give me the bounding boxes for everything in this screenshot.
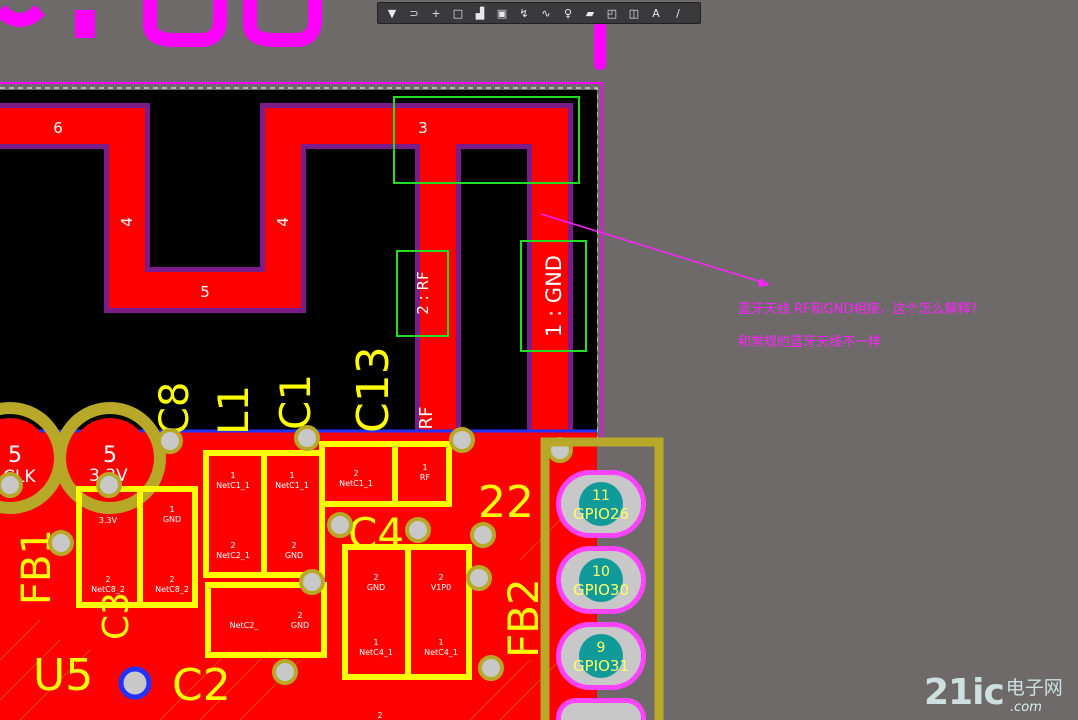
pad-label: 1	[373, 638, 378, 647]
select-box-rf	[396, 250, 449, 337]
pcb-toolbar: ▼ ⊃ + □ ▟ ▣ ↯ ∿ ♀ ▰ ◰ ◫ A /	[377, 2, 701, 24]
filter-icon[interactable]: ▼	[387, 6, 397, 20]
select-box-pad3	[393, 96, 580, 184]
pad-label: 2	[377, 711, 382, 720]
pad-label: NetC2_1	[216, 551, 250, 560]
via-icon[interactable]: ♀	[563, 6, 573, 20]
pad-digit-1: 5	[8, 443, 22, 468]
connector-pins[interactable]	[556, 470, 646, 720]
designator-c3: C3	[96, 592, 137, 640]
region-icon[interactable]: ◫	[628, 6, 640, 20]
polygon-fill-icon[interactable]: ▰	[585, 6, 595, 20]
pad-label: NetC1_1	[339, 479, 373, 488]
antenna-label-6: 6	[53, 119, 63, 137]
pad-label: 2	[353, 469, 358, 478]
test-pads[interactable]	[0, 402, 166, 514]
pad-gnd-label: 1 : GND	[542, 255, 566, 337]
pad-label: NetC1_1	[216, 481, 250, 490]
pad-label: 1	[169, 505, 174, 514]
top-text-graphic	[0, 0, 322, 47]
pin-number-9: 9	[597, 640, 606, 656]
outline-stub	[594, 22, 606, 70]
antenna-label-5: 5	[200, 283, 210, 301]
watermark-main: 21ic	[924, 672, 1005, 713]
pad-digit-2: 5	[103, 443, 117, 468]
antenna-label-4a: 4	[118, 217, 136, 227]
text-icon[interactable]: A	[652, 6, 660, 20]
pad-label: NetC8_2	[91, 585, 125, 594]
pad-label: 2	[373, 573, 378, 582]
silkscreen-outlines	[76, 441, 472, 680]
pad-label: GND	[367, 583, 385, 592]
antenna-label-4b: 4	[274, 217, 292, 227]
select-box-gnd	[520, 240, 587, 352]
pin-name-gpio30: GPIO30	[573, 581, 629, 599]
vias[interactable]	[0, 425, 573, 700]
board-outline	[0, 82, 603, 440]
pad-label: GND	[291, 621, 309, 630]
watermark-sub: 电子网	[1005, 677, 1063, 699]
designator-c1: C1	[271, 374, 320, 430]
designator-c13: C13	[348, 346, 399, 433]
designator-u5: U5	[33, 650, 93, 701]
pad-label: 3.3V	[99, 516, 118, 525]
pad-label: NetC4_1	[359, 648, 393, 657]
pin-number-10: 10	[592, 564, 610, 580]
pad-label: GND	[163, 515, 181, 524]
pad-label: 2	[291, 541, 296, 550]
watermark-domain: .com	[1010, 700, 1042, 715]
component-icon[interactable]: ▣	[496, 6, 508, 20]
annotation-line-1: 蓝牙天线 RF和GND相接，这个怎么解释?	[738, 302, 978, 317]
chart-icon[interactable]: ▟	[475, 6, 485, 20]
diff-pair-icon[interactable]: ∿	[541, 6, 551, 20]
pad-label: V1P0	[431, 583, 451, 592]
pad-label: 1	[289, 471, 294, 480]
annotation-arrow	[540, 213, 770, 287]
line-icon[interactable]: /	[676, 6, 680, 20]
pad-label: 1	[422, 463, 427, 472]
pad-label: 2	[230, 541, 235, 550]
designator-l1: L1	[209, 385, 258, 435]
pad-rf-label: 2 : RF	[414, 271, 432, 314]
designator-c8: C8	[152, 382, 198, 435]
pad-label: NetC4_1	[424, 648, 458, 657]
pad-label: 2	[438, 573, 443, 582]
pad-label: 1	[230, 471, 235, 480]
rf-net-label: RF	[416, 407, 437, 430]
pin-name-gpio31: GPIO31	[573, 657, 629, 675]
selection-boxes[interactable]	[393, 96, 587, 352]
designator-22: 22	[478, 477, 534, 528]
antenna-label-3: 3	[418, 119, 428, 137]
pad-label: NetC2_	[230, 621, 260, 630]
pad-label: NetC1_1	[275, 481, 309, 490]
pad-label: 2	[297, 611, 302, 620]
connector-frame	[540, 437, 664, 720]
annotation-line-2: 和常规的蓝牙天线不一样	[738, 335, 882, 350]
antenna-segment-labels: 6 4 4 5 3	[53, 119, 428, 301]
interactive-route-icon[interactable]: ↯	[519, 6, 529, 20]
pad-label: 2	[169, 575, 174, 584]
route-icon[interactable]: ⊃	[409, 6, 419, 20]
antenna-trace[interactable]	[0, 103, 573, 430]
designator-c4: C4	[348, 509, 404, 558]
pad-label: 1	[438, 638, 443, 647]
select-rect-icon[interactable]: □	[452, 6, 464, 20]
designator-fb2: FB2	[499, 578, 548, 658]
pad-label: GND	[285, 551, 303, 560]
designator-c2: C2	[172, 660, 231, 711]
pin-number-11: 11	[592, 488, 610, 504]
pad-label: RF	[420, 473, 431, 482]
pad-label: 2	[105, 575, 110, 584]
keepout-icon[interactable]: ◰	[606, 6, 618, 20]
pin-name-gpio26: GPIO26	[573, 505, 629, 523]
pad-label: NetC8_2	[155, 585, 189, 594]
crosshair-icon[interactable]: +	[431, 6, 441, 20]
